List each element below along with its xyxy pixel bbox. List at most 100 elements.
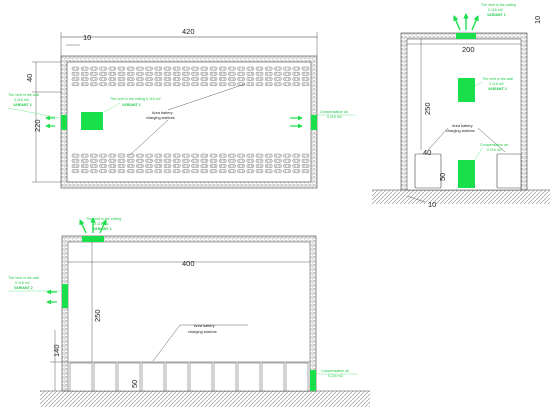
front-ground: [40, 391, 370, 407]
charger-unit: [117, 169, 126, 174]
charging-station: [261, 362, 285, 392]
front-ceiling-note-1: The vent in the ceiling: [86, 217, 121, 221]
charger-unit: [255, 77, 264, 81]
charger-unit: [274, 169, 282, 174]
charger-unit: [228, 169, 236, 174]
front-dim-low: 140: [52, 344, 61, 357]
charger-unit: [99, 66, 107, 71]
charger-unit: [218, 153, 227, 158]
charger-unit: [172, 82, 181, 86]
side-view: 200 10 250 40 50 10 The vent in the ceil…: [372, 3, 550, 209]
charger-unit: [274, 82, 282, 86]
charger-unit: [228, 71, 236, 76]
charger-unit: [163, 82, 172, 86]
charger-unit: [265, 82, 273, 86]
charger-unit: [136, 66, 144, 71]
charger-unit: [274, 158, 282, 163]
plan-charger-row-bottom: [71, 153, 310, 174]
charger-unit: [80, 158, 89, 163]
side-dim-width: 200: [462, 45, 475, 54]
charger-unit: [154, 153, 163, 158]
charger-unit: [136, 153, 144, 158]
front-wall-vent: [62, 284, 68, 308]
charger-unit: [200, 66, 209, 71]
charger-unit: [265, 169, 273, 174]
charger-unit: [145, 164, 153, 168]
side-station-right: [496, 153, 522, 189]
charger-unit: [126, 164, 135, 168]
charger-unit: [126, 169, 135, 174]
charger-unit: [200, 153, 209, 158]
plan-compensation-vent: [311, 115, 317, 130]
charger-unit: [154, 82, 163, 86]
charging-station: [141, 362, 165, 392]
plan-view: 420 10 40 220 The vent in the wall 0.116…: [7, 27, 356, 189]
charger-unit: [218, 82, 227, 86]
front-wall-note-1: The vent in the wall: [8, 276, 39, 280]
plan-compensation-note-1: Compensation air: [320, 110, 349, 114]
charger-unit: [99, 71, 107, 76]
plan-wall-note-3: VARIANT 2: [13, 103, 32, 107]
side-area-label-1: Area battery: [452, 124, 473, 128]
charger-unit: [200, 169, 209, 174]
charger-unit: [246, 77, 255, 81]
charger-unit: [255, 164, 264, 168]
charger-unit: [283, 158, 291, 163]
charger-unit: [154, 71, 163, 76]
charger-unit: [283, 164, 291, 168]
front-area-label-2: charging stations: [188, 330, 217, 334]
charger-unit: [136, 169, 144, 174]
charger-unit: [163, 164, 172, 168]
charger-unit: [218, 71, 227, 76]
front-dim-height: 250: [93, 309, 102, 322]
charger-unit: [90, 71, 98, 76]
charger-unit: [265, 158, 273, 163]
side-ground: [372, 190, 550, 204]
charger-unit: [191, 169, 199, 174]
charger-unit: [218, 66, 227, 71]
charger-unit: [172, 77, 181, 81]
charger-unit: [191, 77, 199, 81]
charger-unit: [283, 71, 291, 76]
charging-station: [117, 362, 141, 392]
charger-unit: [163, 153, 172, 158]
charger-unit: [99, 77, 107, 81]
front-dim-station-height: 50: [130, 380, 139, 388]
charger-unit: [108, 71, 117, 76]
charger-unit: [265, 66, 273, 71]
charger-unit: [136, 164, 144, 168]
charger-unit: [292, 158, 300, 163]
charger-unit: [237, 77, 245, 81]
charger-unit: [108, 77, 117, 81]
charger-unit: [108, 158, 117, 163]
front-station-row: [68, 361, 310, 392]
dim-wall-label: 10: [83, 33, 91, 42]
charger-unit: [237, 158, 245, 163]
side-compensation-vent: [458, 160, 475, 188]
charger-unit: [209, 77, 218, 81]
charger-unit: [80, 71, 89, 76]
charger-unit: [90, 153, 98, 158]
charger-unit: [191, 153, 199, 158]
charger-unit: [154, 66, 163, 71]
charger-unit: [172, 153, 181, 158]
front-area-label-1: Area battery: [194, 324, 215, 328]
side-dim-station-width: 40: [423, 148, 431, 157]
charger-unit: [108, 82, 117, 86]
charger-unit: [117, 82, 126, 86]
plan-wall-note-2: 0.116 m2: [14, 98, 29, 102]
charger-unit: [182, 82, 190, 86]
charger-unit: [301, 164, 310, 168]
charger-unit: [200, 82, 209, 86]
charger-unit: [117, 66, 126, 71]
plan-wall-vent: [61, 115, 67, 130]
charger-unit: [283, 82, 291, 86]
front-arrow-1: [79, 219, 87, 234]
charger-unit: [237, 153, 245, 158]
charger-unit: [172, 169, 181, 174]
front-wall-note-3: VARIANT 2: [14, 286, 33, 290]
charger-unit: [71, 169, 80, 174]
side-wall-vent: [458, 78, 475, 102]
side-ceiling-note-3: VARIANT 1: [487, 13, 506, 17]
charger-unit: [209, 164, 218, 168]
